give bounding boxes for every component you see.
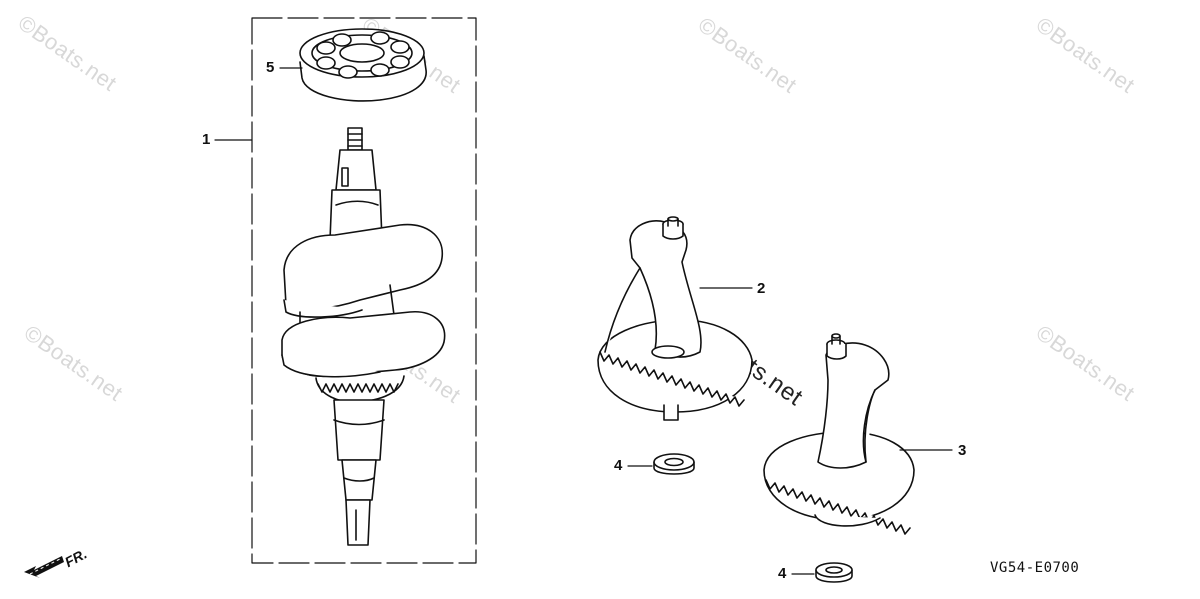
bearing-part-5 bbox=[299, 28, 427, 102]
callout-5: 5 bbox=[266, 59, 275, 76]
callout-4-lower: 4 bbox=[778, 565, 787, 582]
front-direction-arrow-icon bbox=[24, 556, 64, 578]
callout-4-upper: 4 bbox=[614, 457, 623, 474]
assembly-frame bbox=[251, 17, 477, 564]
diagram-code: VG54-E0700 bbox=[990, 560, 1080, 576]
callout-3: 3 bbox=[958, 442, 967, 459]
washer-part-4-lower bbox=[815, 562, 853, 583]
callout-1: 1 bbox=[202, 131, 211, 148]
callout-2: 2 bbox=[757, 280, 766, 297]
crank-half-part-2 bbox=[597, 216, 753, 421]
washer-part-4-upper bbox=[653, 453, 695, 475]
crankshaft-part-1 bbox=[281, 127, 446, 546]
crank-half-part-3 bbox=[763, 333, 915, 535]
